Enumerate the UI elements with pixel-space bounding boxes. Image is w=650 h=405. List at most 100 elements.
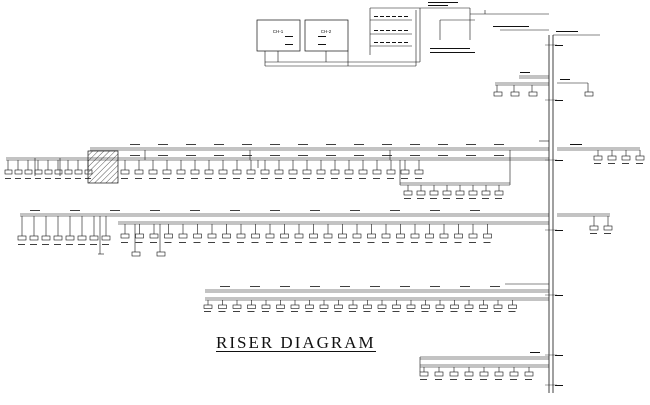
fan-coil-unit [468, 233, 478, 239]
pipe-size-note [340, 286, 350, 287]
fan-coil-unit [344, 169, 354, 175]
fan-coil-unit [294, 233, 304, 239]
pipe-size-note [135, 178, 142, 179]
fan-coil-unit [468, 190, 478, 196]
fan-coil-unit [74, 169, 83, 175]
fan-coil-unit [101, 235, 111, 241]
fan-coil-unit [288, 169, 298, 175]
fan-coil-unit [89, 235, 99, 241]
fan-coil-unit [439, 233, 449, 239]
fan-coil-unit [584, 91, 594, 97]
pipe-size-note [398, 16, 402, 17]
pipe-size-note [291, 311, 298, 312]
fan-coil-unit [348, 304, 358, 309]
fan-coil-unit [358, 169, 368, 175]
pipe-size-note [415, 178, 422, 179]
fan-coil-unit [330, 169, 340, 175]
pipe-size-note [66, 244, 73, 245]
fan-coil-unit [593, 155, 603, 161]
fan-coil-unit [377, 304, 387, 309]
fan-coil-unit [449, 371, 459, 377]
pipe-size-note [135, 242, 143, 243]
pipe-size-note [359, 178, 366, 179]
fan-coil-unit [274, 169, 284, 175]
pipe-size-note [465, 311, 472, 312]
fan-coil-unit [316, 169, 326, 175]
pipe-size-note [374, 42, 378, 43]
pipe-size-note [324, 242, 331, 243]
pipe-size-note [420, 379, 427, 380]
fan-coil-unit [414, 169, 424, 175]
pipe-size-note [374, 30, 378, 31]
fan-coil-unit [400, 169, 410, 175]
pipe-size-note [555, 385, 563, 386]
fan-coil-unit [635, 155, 645, 161]
fan-coil-unit [338, 233, 347, 239]
fan-coil-unit [396, 233, 405, 239]
fan-coil-unit [162, 169, 172, 175]
pipe-size-note [398, 30, 402, 31]
pipe-size-note [298, 144, 308, 145]
pipe-size-note [390, 210, 400, 211]
fan-coil-unit [120, 233, 130, 239]
pipe-size-note [380, 16, 384, 17]
pipe-size-note [130, 155, 140, 156]
pipe-size-note [436, 311, 443, 312]
fan-coil-unit [193, 233, 202, 239]
pipe-size-note [345, 178, 352, 179]
pipe-size-note [636, 163, 643, 164]
fan-coil-unit [455, 190, 465, 196]
pipe-size-note [285, 44, 293, 45]
pipe-size-note [438, 155, 448, 156]
fan-coil-unit [367, 233, 376, 239]
fan-coil-unit [232, 304, 242, 309]
pipe-size-note [110, 210, 120, 211]
fan-coil-unit [218, 169, 228, 175]
pipe-size-note [430, 52, 475, 53]
fan-coil-unit [481, 190, 491, 196]
pipe-size-note [349, 311, 356, 312]
pipe-size-note [490, 286, 500, 287]
pipe-size-note [289, 178, 296, 179]
fan-coil-unit [589, 225, 599, 231]
fan-coil-unit [134, 169, 144, 175]
fan-coil-unit [386, 169, 396, 175]
fan-coil-unit [17, 235, 27, 241]
pipe-size-note [410, 155, 420, 156]
pipe-size-note [435, 379, 442, 380]
pipe-size-note [338, 242, 346, 243]
pipe-size-note [404, 198, 411, 199]
pipe-size-note [510, 379, 517, 380]
pipe-size-note [493, 26, 529, 27]
fan-coil-unit [34, 169, 43, 175]
fan-coil-unit [176, 169, 186, 175]
pipe-size-note [354, 155, 364, 156]
pipe-size-note [392, 311, 400, 312]
pipe-size-note [456, 198, 463, 199]
pipe-size-note [30, 210, 40, 211]
pipe-size-note [363, 311, 371, 312]
pipe-size-note [78, 244, 85, 245]
pipe-size-note [425, 242, 433, 243]
fan-coil-unit [429, 190, 439, 196]
pipe-size-note [410, 144, 420, 145]
pipe-size-note [396, 242, 404, 243]
pipe-size-note [242, 144, 252, 145]
pipe-size-note [398, 42, 402, 43]
pipe-size-note [555, 355, 563, 356]
pipe-size-note [150, 242, 157, 243]
pipe-size-note [310, 286, 320, 287]
pipe-size-note [164, 242, 172, 243]
fan-coil-unit [494, 190, 504, 196]
fan-coil-unit [425, 233, 434, 239]
pipe-size-note [222, 242, 230, 243]
fan-coil-unit [603, 225, 613, 231]
pipe-size-note [494, 144, 504, 145]
pipe-size-note [555, 230, 563, 231]
pipe-size-note [465, 379, 472, 380]
chiller-unit-2: CH-2 [304, 19, 349, 52]
pipe-size-note [280, 286, 290, 287]
pipe-size-note [150, 210, 160, 211]
pipe-size-note [158, 155, 168, 156]
fan-coil-unit [164, 233, 173, 239]
